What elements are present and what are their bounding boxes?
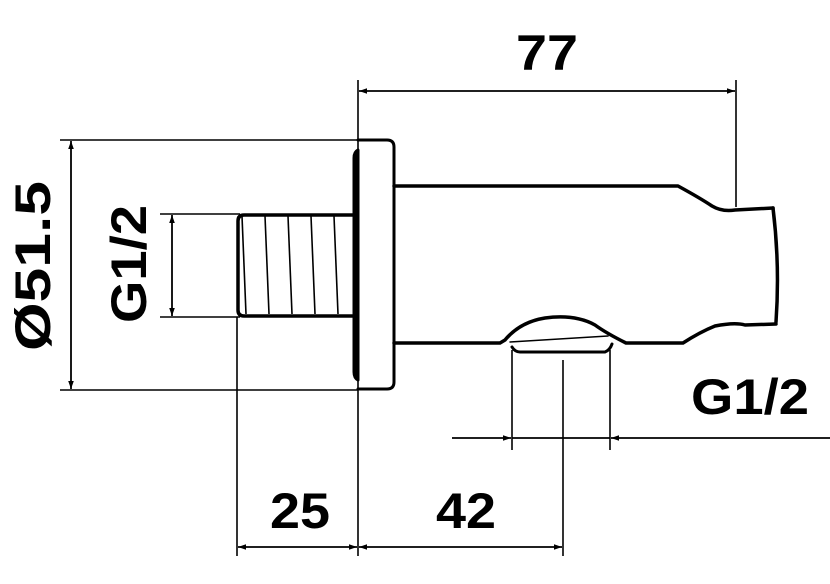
holder-end xyxy=(771,206,780,324)
arm-top-edge xyxy=(392,184,775,213)
label-outlet-position: 42 xyxy=(436,483,496,539)
label-outlet-thread: G1/2 xyxy=(691,369,809,425)
flange-plate xyxy=(356,138,396,391)
arm-bottom-edge xyxy=(392,315,778,345)
label-inlet-thread: G1/2 xyxy=(101,205,157,323)
outlet-bump-inner xyxy=(509,335,609,343)
product-outline xyxy=(352,138,780,391)
label-flange-diameter: Ø51.5 xyxy=(5,181,61,351)
outlet-bump-base xyxy=(510,342,614,354)
extension-lines xyxy=(60,80,737,556)
label-inlet-length: 25 xyxy=(270,483,330,539)
inlet-thread xyxy=(236,213,354,318)
label-overall-length: 77 xyxy=(516,25,578,81)
thread-outline xyxy=(236,213,354,318)
dimension-lines xyxy=(68,88,830,550)
